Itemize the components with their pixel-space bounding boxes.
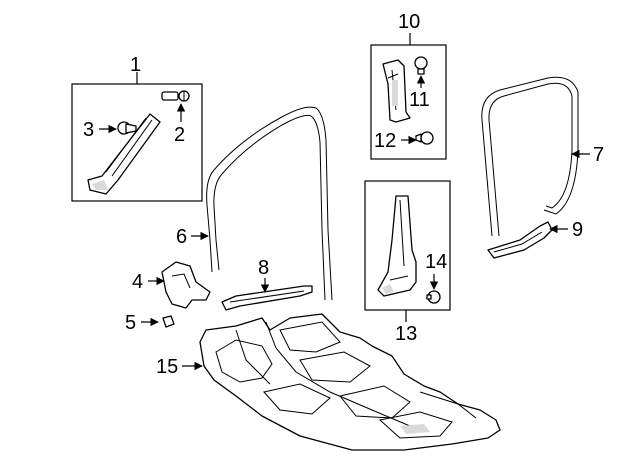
group-10-box: 10 11 12 [370,11,447,160]
clip-5-icon [162,315,175,328]
callout-10: 10 [398,11,420,33]
callout-4: 4 [132,271,143,293]
callout-7: 7 [593,144,604,166]
callout-9: 9 [572,219,583,241]
rear-scuff-plate [487,221,553,259]
callout-11: 11 [409,89,430,111]
front-door-weatherstrip [206,106,333,301]
b-pillar-lower-garnish [377,195,417,297]
clip-2-icon [161,90,190,102]
callout-6: 6 [176,226,187,248]
cowl-side-trim [161,261,211,309]
callout-14: 14 [425,251,447,273]
callout-2: 2 [174,124,185,146]
callout-12: 12 [374,130,396,152]
callout-13: 13 [395,323,417,345]
front-scuff-plate [221,285,313,311]
callout-5: 5 [125,312,136,334]
clip-3-icon [117,121,137,135]
clip-14-icon [426,290,441,304]
callout-8: 8 [258,257,269,279]
group-13-box: 13 14 [364,180,451,345]
callout-3: 3 [83,119,94,141]
clip-11-icon [414,56,428,75]
callout-15: 15 [156,356,178,378]
callout-1: 1 [130,54,141,76]
clip-12-icon [415,131,434,145]
rear-door-weatherstrip [481,76,579,237]
floor-carpet [199,313,501,451]
group-1-box: 1 2 3 [71,54,203,202]
